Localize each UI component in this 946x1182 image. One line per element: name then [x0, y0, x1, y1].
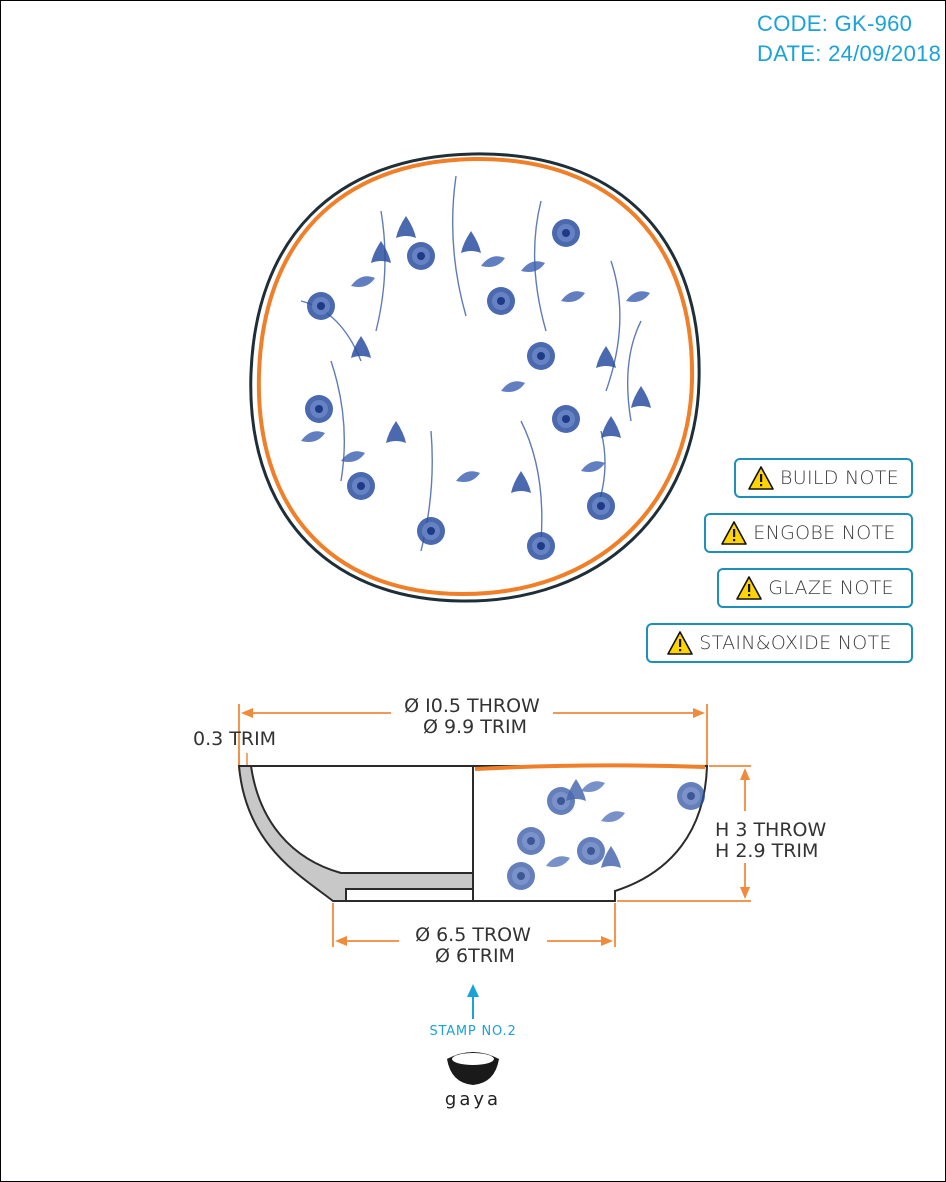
bowl-profile: [237, 763, 709, 902]
stain-oxide-note-button[interactable]: STAIN&OXIDE NOTE: [646, 623, 913, 663]
build-note-button[interactable]: BUILD NOTE: [734, 458, 913, 498]
height-trim-label: H 2.9 TRIM: [715, 840, 818, 862]
glaze-note-button[interactable]: GLAZE NOTE: [717, 568, 913, 608]
engobe-note-label: ENGOBE NOTE: [753, 522, 896, 544]
build-note-label: BUILD NOTE: [780, 467, 899, 489]
stamp-label: STAMP NO.2: [429, 1024, 516, 1039]
spec-date: DATE: 24/09/2018: [757, 41, 942, 66]
dimension-base: [332, 903, 616, 947]
wall-trim-label: 0.3 TRIM: [193, 728, 276, 750]
warning-icon: [736, 576, 763, 600]
height-throw-label: H 3 THROW: [715, 819, 827, 841]
engobe-note-button[interactable]: ENGOBE NOTE: [704, 513, 913, 553]
gaya-logo: gaya: [445, 1052, 501, 1110]
plate-top-view: [249, 152, 701, 603]
top-throw-label: Ø I0.5 THROW: [404, 695, 540, 717]
warning-icon: [667, 631, 694, 655]
floral-pattern: [300, 175, 651, 560]
glaze-note-label: GLAZE NOTE: [768, 577, 894, 599]
top-trim-label: Ø 9.9 TRIM: [423, 716, 527, 738]
base-throw-label: Ø 6.5 TROW: [415, 924, 531, 946]
stamp-arrow: [467, 984, 479, 1019]
base-trim-label: Ø 6TRIM: [435, 945, 515, 967]
stain-oxide-note-label: STAIN&OXIDE NOTE: [699, 632, 892, 654]
warning-icon: [721, 521, 748, 545]
warning-icon: [748, 466, 774, 490]
product-code: CODE: GK-960: [757, 11, 913, 36]
dimension-height: [617, 765, 751, 902]
logo-brand-text: gaya: [445, 1089, 501, 1110]
dimension-top-diameter: [238, 704, 708, 766]
